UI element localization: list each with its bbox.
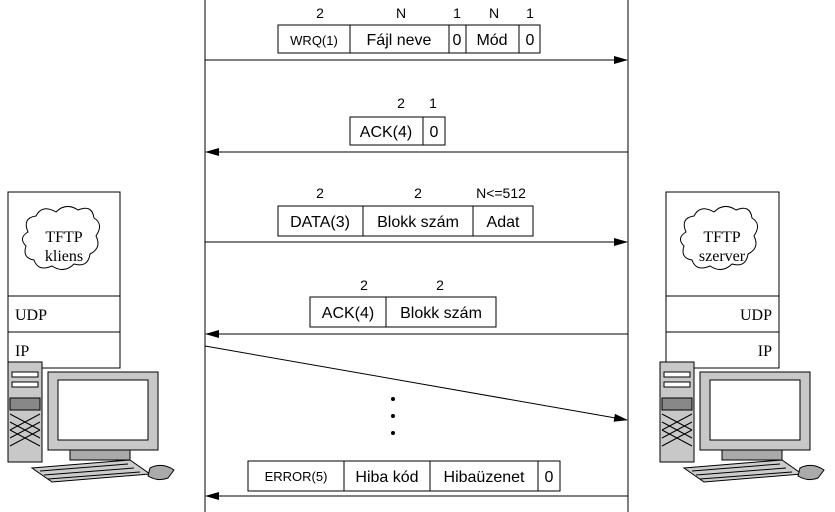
field-label: Blokk szám [377,214,459,231]
field-label: Fájl neve [367,32,432,49]
field-label: DATA(3) [290,214,350,231]
client-ip-label: IP [15,343,29,360]
field-cell [277,24,351,54]
packet-ack-block: 2 2 ACK(4) Blokk szám [309,277,497,328]
client-stack: TFTP kliens UDP IP [7,191,121,369]
size-label: 2 [414,185,422,201]
packet-wrq: 2 N 1 N 1 WRQ(1) Fájl neve 0 Mód 0 [277,5,541,54]
field-label: 0 [526,32,535,49]
client-app-label-2: kliens [45,248,83,265]
field-cell [472,205,534,237]
server-stack: TFTP szerver UDP IP [665,191,780,369]
field-label: Adat [487,214,520,231]
server-app-label-1: TFTP [703,229,740,246]
field-label: WRQ(1) [290,33,338,48]
packet-ack-initial: 2 1 ACK(4) 0 [349,95,446,146]
size-label: 1 [526,5,534,21]
server-udp-label: UDP [740,307,772,324]
field-label: 0 [453,32,462,49]
dot [391,397,395,401]
field-cell [277,205,364,237]
server-cloud-icon [680,206,758,270]
arrow-transfer [204,345,628,422]
field-cell [343,460,431,492]
server-computer-icon [659,361,825,483]
dot [391,431,395,435]
field-label: Mód [476,32,507,49]
server-ip-label: IP [758,343,772,360]
field-label: ERROR(5) [265,469,328,484]
size-label: N [489,5,499,21]
field-cell [349,116,424,146]
packet-data: 2 2 N<=512 DATA(3) Blokk szám Adat [277,185,534,237]
field-label: ACK(4) [322,305,374,322]
field-cell [537,460,561,492]
size-label: 2 [360,277,368,293]
size-label: 2 [316,185,324,201]
field-cell [349,24,450,54]
field-label: Blokk szám [400,305,482,322]
field-label: ACK(4) [360,124,412,141]
field-cell [309,296,387,328]
field-cell [362,205,474,237]
size-label: 1 [453,5,461,21]
dot [391,414,395,418]
field-cell [422,116,446,146]
field-label: Hibaüzenet [444,469,526,486]
size-label: 2 [316,5,324,21]
size-label: 2 [436,277,444,293]
client-app-label-1: TFTP [45,229,82,246]
client-udp-layer [7,295,121,333]
field-label: 0 [545,469,554,486]
packet-error: ERROR(5) Hiba kód Hibaüzenet 0 [247,460,561,492]
size-label: 2 [397,95,405,111]
client-udp-label: UDP [15,307,47,324]
size-label: N [396,5,406,21]
field-cell [429,460,539,492]
client-ip-layer [7,331,121,369]
field-cell [518,24,541,54]
client-cloud-icon [22,206,100,270]
size-label: N<=512 [476,185,526,201]
field-cell [247,460,345,492]
ellipsis [391,397,395,435]
field-cell [385,296,497,328]
field-label: Hiba kód [355,469,418,486]
size-label: 1 [429,95,437,111]
field-label: 0 [430,124,439,141]
server-app-label-2: szerver [699,248,746,265]
field-cell [465,24,520,54]
client-computer-icon [7,361,175,483]
